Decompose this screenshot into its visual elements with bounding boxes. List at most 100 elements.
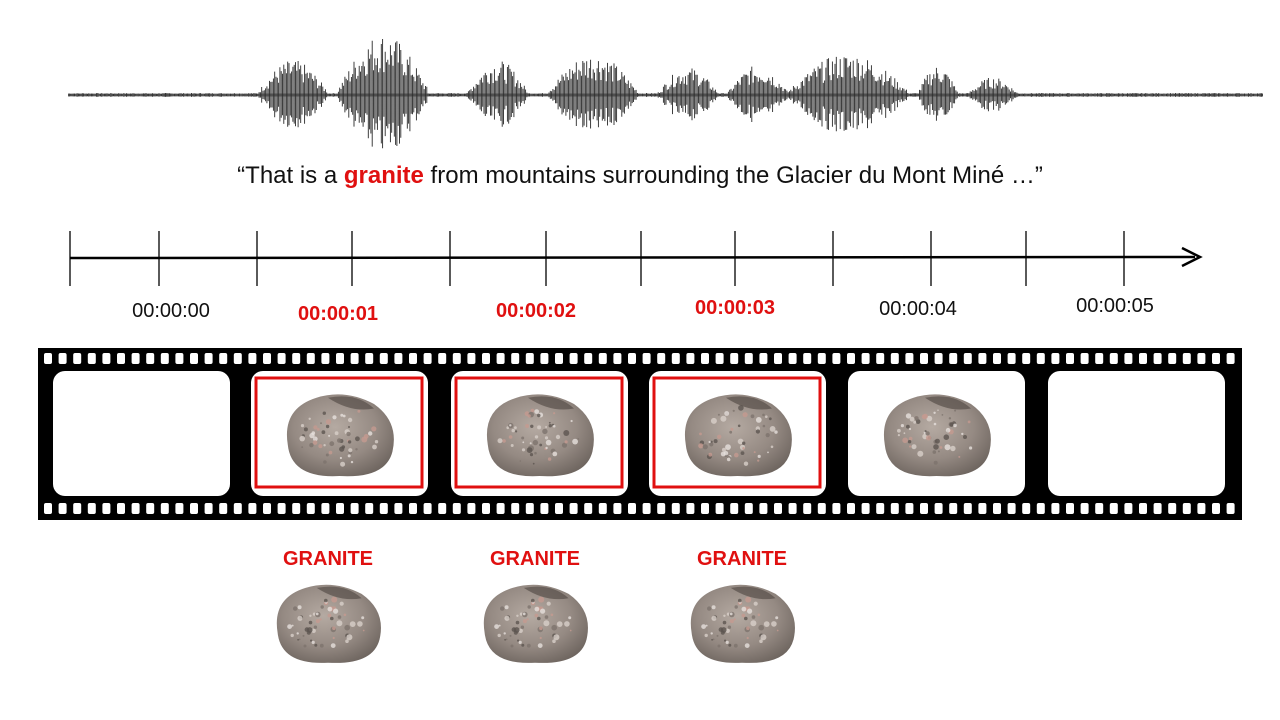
sprocket-hole <box>817 353 826 364</box>
sprocket-hole <box>934 353 943 364</box>
sprocket-hole <box>87 503 96 514</box>
sprocket-hole <box>1226 503 1235 514</box>
sprocket-hole <box>102 353 111 364</box>
sprocket-hole <box>628 503 636 514</box>
sprocket-hole <box>306 353 315 364</box>
waveform-trace <box>68 39 1263 149</box>
sprocket-hole <box>350 353 359 364</box>
sprocket-hole <box>1051 503 1060 514</box>
sprocket-hole <box>1182 503 1191 514</box>
sprocket-hole <box>642 353 651 364</box>
sprocket-hole <box>657 353 666 364</box>
sprocket-hole <box>263 503 271 514</box>
frame-selection-box <box>454 376 624 489</box>
sprocket-hole <box>1022 503 1031 514</box>
sprocket-hole <box>993 503 1001 514</box>
detection-label: GRANITE <box>283 548 373 570</box>
sprocket-hole <box>117 353 125 364</box>
sprocket-hole <box>613 353 622 364</box>
sprocket-hole <box>438 353 447 364</box>
sprocket-hole <box>452 503 461 514</box>
sprocket-hole <box>847 503 855 514</box>
sprocket-hole <box>1022 353 1031 364</box>
sprocket-hole <box>1036 503 1045 514</box>
film-frame <box>649 371 826 496</box>
sprocket-hole <box>876 353 885 364</box>
sprocket-hole <box>365 503 374 514</box>
timestamp-label: 00:00:00 <box>132 300 210 322</box>
sprocket-hole <box>1066 503 1074 514</box>
sprocket-hole <box>482 503 490 514</box>
audio-waveform <box>68 39 1263 149</box>
sprocket-hole <box>1095 503 1104 514</box>
sprocket-hole <box>540 503 549 514</box>
sprocket-hole <box>350 503 359 514</box>
sprocket-hole <box>263 353 271 364</box>
sprocket-hole <box>540 353 549 364</box>
sprocket-hole <box>744 503 753 514</box>
sprocket-hole <box>1212 353 1220 364</box>
frame-selection-box <box>254 376 424 489</box>
sprocket-hole <box>511 353 520 364</box>
sprocket-hole <box>832 353 841 364</box>
detected-granite-image <box>483 584 588 663</box>
film-frame <box>251 371 428 496</box>
sprocket-hole <box>117 503 125 514</box>
sprocket-hole <box>1226 353 1235 364</box>
timestamp-label: 00:00:02 <box>495 300 577 322</box>
sprocket-hole <box>525 503 534 514</box>
sprocket-hole <box>1168 353 1177 364</box>
sprocket-hole <box>803 353 812 364</box>
sprocket-hole <box>131 503 140 514</box>
sprocket-hole <box>292 353 301 364</box>
granite-rock-image <box>276 584 381 663</box>
caption-keyword: granite <box>343 162 424 189</box>
sprocket-hole <box>671 503 680 514</box>
sprocket-hole <box>1109 353 1118 364</box>
sprocket-hole <box>379 353 388 364</box>
sprocket-hole <box>1212 503 1220 514</box>
sprocket-hole <box>175 353 184 364</box>
sprocket-hole <box>58 503 67 514</box>
sprocket-hole <box>321 353 330 364</box>
sprocket-hole <box>774 503 782 514</box>
caption-text-after: from mountains surrounding the Glacier d… <box>423 162 1043 189</box>
sprocket-hole <box>613 503 622 514</box>
sprocket-hole <box>1095 353 1104 364</box>
sprocket-hole <box>584 503 593 514</box>
sprocket-hole <box>1124 353 1133 364</box>
sprocket-hole <box>1080 503 1089 514</box>
sprocket-hole <box>1036 353 1045 364</box>
sprocket-hole <box>817 503 826 514</box>
sprocket-hole <box>248 353 257 364</box>
sprocket-hole <box>219 353 228 364</box>
sprocket-hole <box>525 353 534 364</box>
sprocket-hole <box>394 503 403 514</box>
sprocket-hole <box>365 353 374 364</box>
sprocket-hole <box>1007 503 1016 514</box>
sprocket-hole <box>73 503 82 514</box>
sprocket-hole <box>730 503 739 514</box>
sprocket-hole <box>204 503 213 514</box>
sprocket-hole <box>642 503 651 514</box>
sprocket-hole <box>920 353 928 364</box>
sprocket-hole <box>511 503 520 514</box>
sprocket-hole <box>686 503 695 514</box>
sprocket-hole <box>671 353 680 364</box>
sprocket-hole <box>248 503 257 514</box>
sprocket-hole <box>336 353 344 364</box>
sprocket-hole <box>1109 503 1118 514</box>
timeline-arrowhead <box>1181 246 1203 268</box>
sprocket-hole <box>277 503 286 514</box>
sprocket-hole <box>321 503 330 514</box>
sprocket-hole <box>1153 353 1162 364</box>
caption-text-before: That is a <box>245 162 344 189</box>
timestamp-label: 00:00:04 <box>879 298 957 320</box>
sprocket-hole <box>58 353 67 364</box>
sprocket-hole <box>1197 353 1206 364</box>
sprocket-hole <box>905 353 914 364</box>
sprocket-hole <box>1051 353 1060 364</box>
transcript-caption: “That is a granite from mountains surrou… <box>0 162 1280 190</box>
sprocket-hole <box>438 503 447 514</box>
sprocket-hole <box>584 353 593 364</box>
